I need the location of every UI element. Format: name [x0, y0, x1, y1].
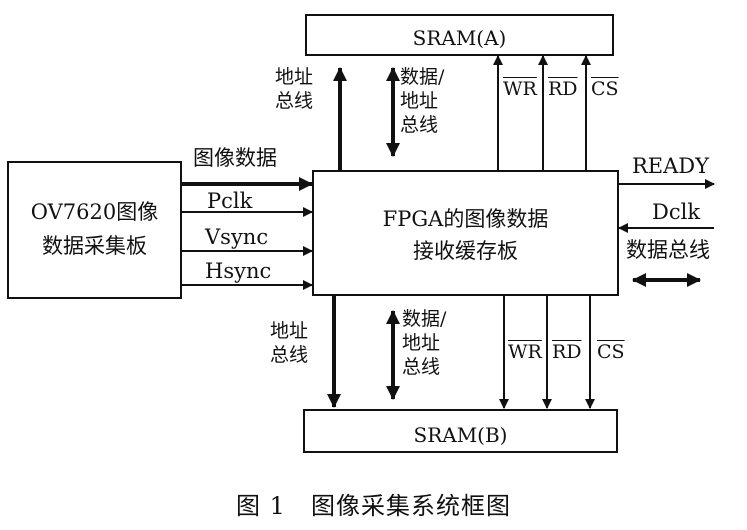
data-addr-bus-b-label-line3: 总线	[402, 355, 441, 378]
ov7620-board-block: OV7620图像 数据采集板	[7, 161, 182, 299]
image-data-label: 图像数据	[193, 146, 277, 170]
dclk-label: Dclk	[652, 200, 701, 224]
data-bus-label: 数据总线	[626, 238, 710, 262]
ov7620-label-line1: OV7620图像	[30, 200, 159, 224]
fpga-block: FPGA的图像数据 接收缓存板	[312, 170, 619, 296]
wr-a-label: WR	[503, 78, 537, 100]
cs-a-label: CS	[591, 78, 619, 100]
sram-a-block: SRAM(A)	[305, 14, 614, 56]
data-addr-bus-b-label-line2: 地址	[402, 331, 441, 354]
addr-bus-a-label-line2: 总线	[275, 89, 314, 112]
ready-label: READY	[632, 154, 710, 178]
data-addr-bus-b-label-line1: 数据/	[402, 308, 447, 330]
addr-bus-a-label-line1: 地址	[275, 66, 314, 88]
rd-b-label: RD	[552, 341, 582, 363]
addr-bus-b-label: 地址 总线	[270, 320, 308, 368]
data-addr-bus-b-label: 数据/ 地址 总线	[402, 308, 446, 379]
data-addr-bus-a-label: 数据/ 地址 总线	[400, 66, 444, 137]
data-addr-bus-a-label-line1: 数据/	[400, 66, 445, 88]
addr-bus-a-label: 地址 总线	[275, 66, 313, 114]
addr-bus-b-label-line1: 地址	[270, 320, 309, 342]
addr-bus-b-label-line2: 总线	[270, 343, 309, 366]
figure-caption: 图 1 图像采集系统框图	[236, 492, 511, 520]
rd-a-label: RD	[548, 78, 578, 100]
sram-b-block: SRAM(B)	[303, 409, 618, 453]
pclk-label: Pclk	[207, 189, 253, 213]
wr-b-label: WR	[508, 341, 542, 363]
ov7620-label-line2: 数据采集板	[42, 234, 147, 258]
sram-a-label: SRAM(A)	[412, 26, 507, 50]
fpga-label-line1: FPGA的图像数据	[382, 207, 549, 231]
cs-b-label: CS	[597, 341, 625, 363]
vsync-label: Vsync	[205, 225, 269, 249]
hsync-label: Hsync	[205, 259, 272, 283]
data-addr-bus-a-label-line2: 地址	[400, 89, 439, 112]
data-addr-bus-a-label-line3: 总线	[400, 113, 439, 136]
fpga-label-line2: 接收缓存板	[413, 239, 518, 263]
sram-b-label: SRAM(B)	[413, 423, 508, 447]
